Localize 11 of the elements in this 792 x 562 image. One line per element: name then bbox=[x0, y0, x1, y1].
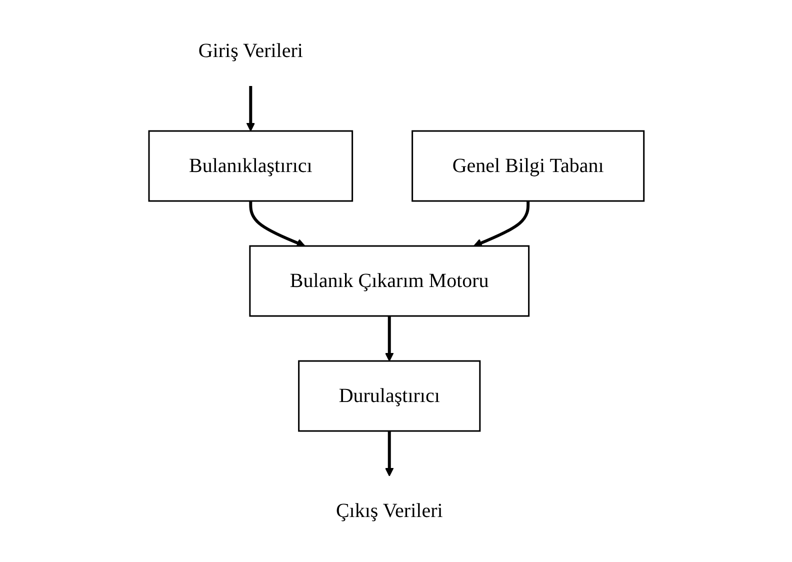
arrow bbox=[472, 201, 530, 248]
node-box: Bulanıklaştırıcı bbox=[148, 130, 353, 202]
node-box: Genel Bilgi Tabanı bbox=[411, 130, 644, 202]
node-box: Bulanık Çıkarım Motoru bbox=[248, 245, 530, 317]
arrow bbox=[248, 201, 305, 248]
node-box: Durulaştırıcı bbox=[298, 360, 480, 432]
arrow bbox=[384, 316, 394, 362]
node-text: Giriş Verileri bbox=[198, 40, 303, 62]
node-text: Çıkış Verileri bbox=[336, 500, 442, 522]
arrow bbox=[246, 86, 255, 132]
arrow bbox=[384, 431, 394, 476]
